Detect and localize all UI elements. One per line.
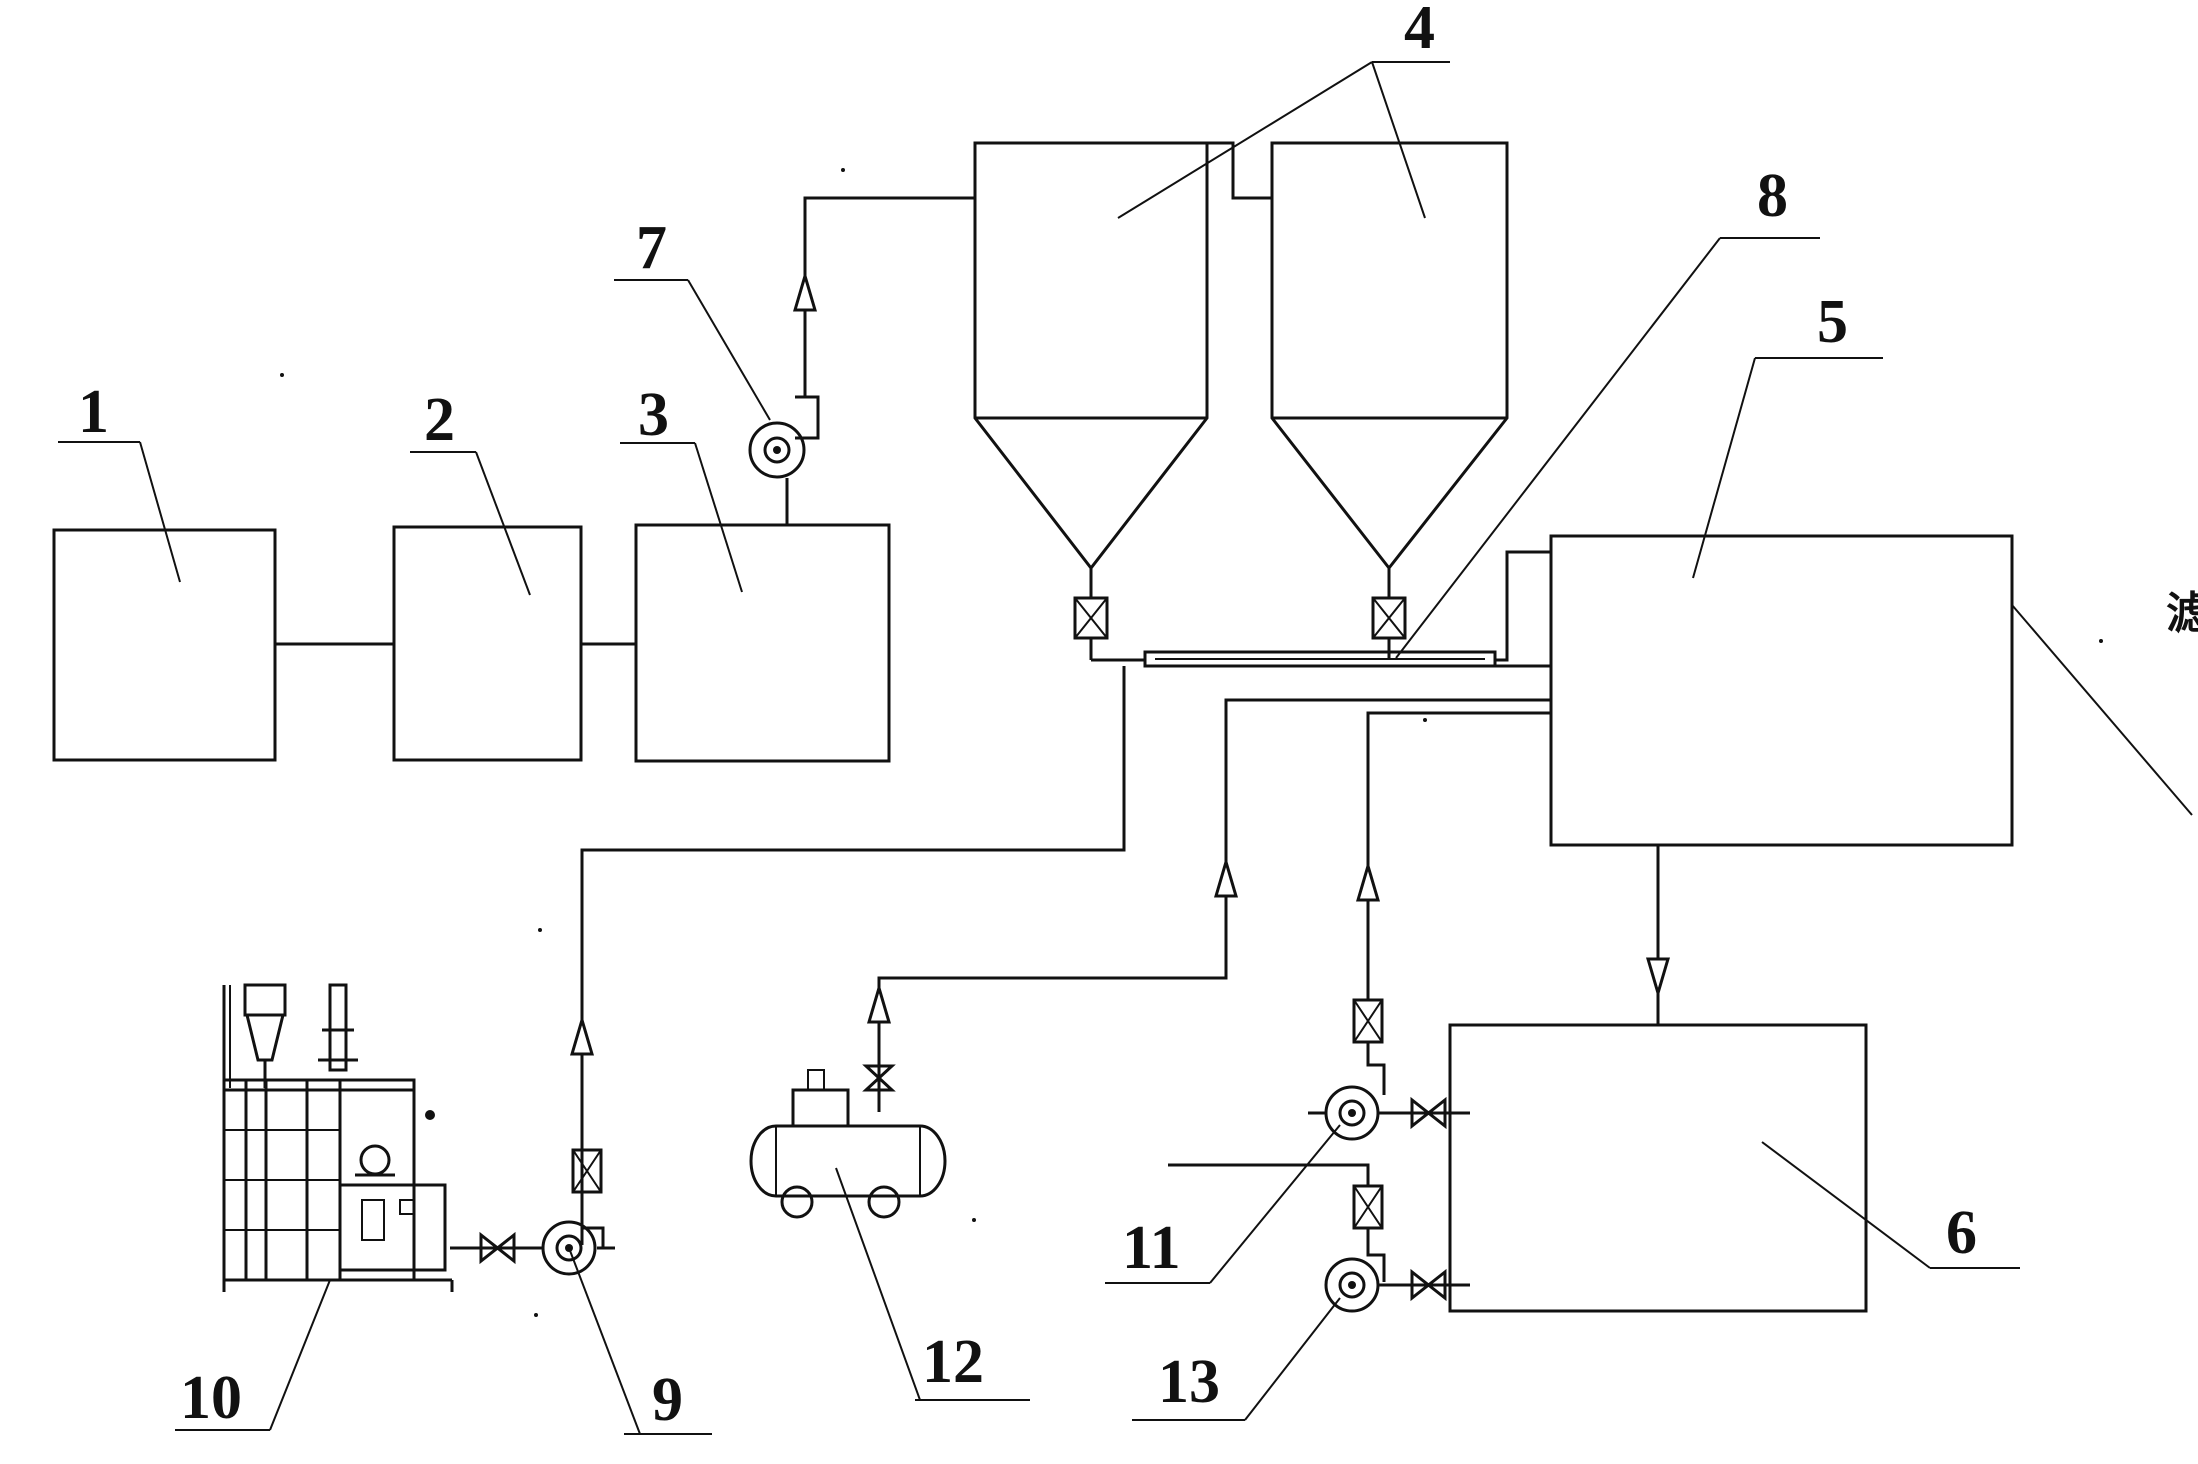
label-1: 1 <box>78 378 109 446</box>
tank-6: 6 <box>1448 1023 2020 1313</box>
filter-cake-label: 滤饼 <box>2166 588 2198 639</box>
unit-1: 1 <box>52 378 277 762</box>
pump-13: 13 <box>1132 1163 1470 1421</box>
label-6: 6 <box>1946 1199 1977 1267</box>
air-compressor-12: 12 <box>749 664 1551 1401</box>
label-9: 9 <box>652 1366 683 1434</box>
pump-11: 11 <box>1105 711 1551 1284</box>
silo-4b <box>1270 141 1509 660</box>
label-4-group: 4 <box>1117 0 1450 219</box>
filter-press-5: 5 滤饼 <box>1549 288 2198 847</box>
unit-3: 3 <box>620 381 891 763</box>
label-5: 5 <box>1817 288 1848 356</box>
prep-machine-10: 10 <box>175 983 454 1432</box>
label-8: 8 <box>1757 162 1788 230</box>
pipe-silo-link <box>1207 141 1272 200</box>
pump-9: 9 <box>450 1148 712 1435</box>
conveyor-8: 8 <box>1091 162 1820 668</box>
unit-2: 2 <box>392 386 583 762</box>
label-3: 3 <box>638 381 669 449</box>
pipe-silo-to-pump9 <box>580 666 1126 1245</box>
label-11: 11 <box>1122 1214 1181 1282</box>
label-13: 13 <box>1158 1348 1220 1416</box>
label-4: 4 <box>1404 0 1435 62</box>
label-2: 2 <box>424 386 455 454</box>
label-12: 12 <box>922 1328 984 1396</box>
blower-7: 7 <box>614 196 975 525</box>
label-10: 10 <box>180 1364 242 1432</box>
silo-4a <box>973 141 1209 660</box>
label-7: 7 <box>636 214 667 282</box>
